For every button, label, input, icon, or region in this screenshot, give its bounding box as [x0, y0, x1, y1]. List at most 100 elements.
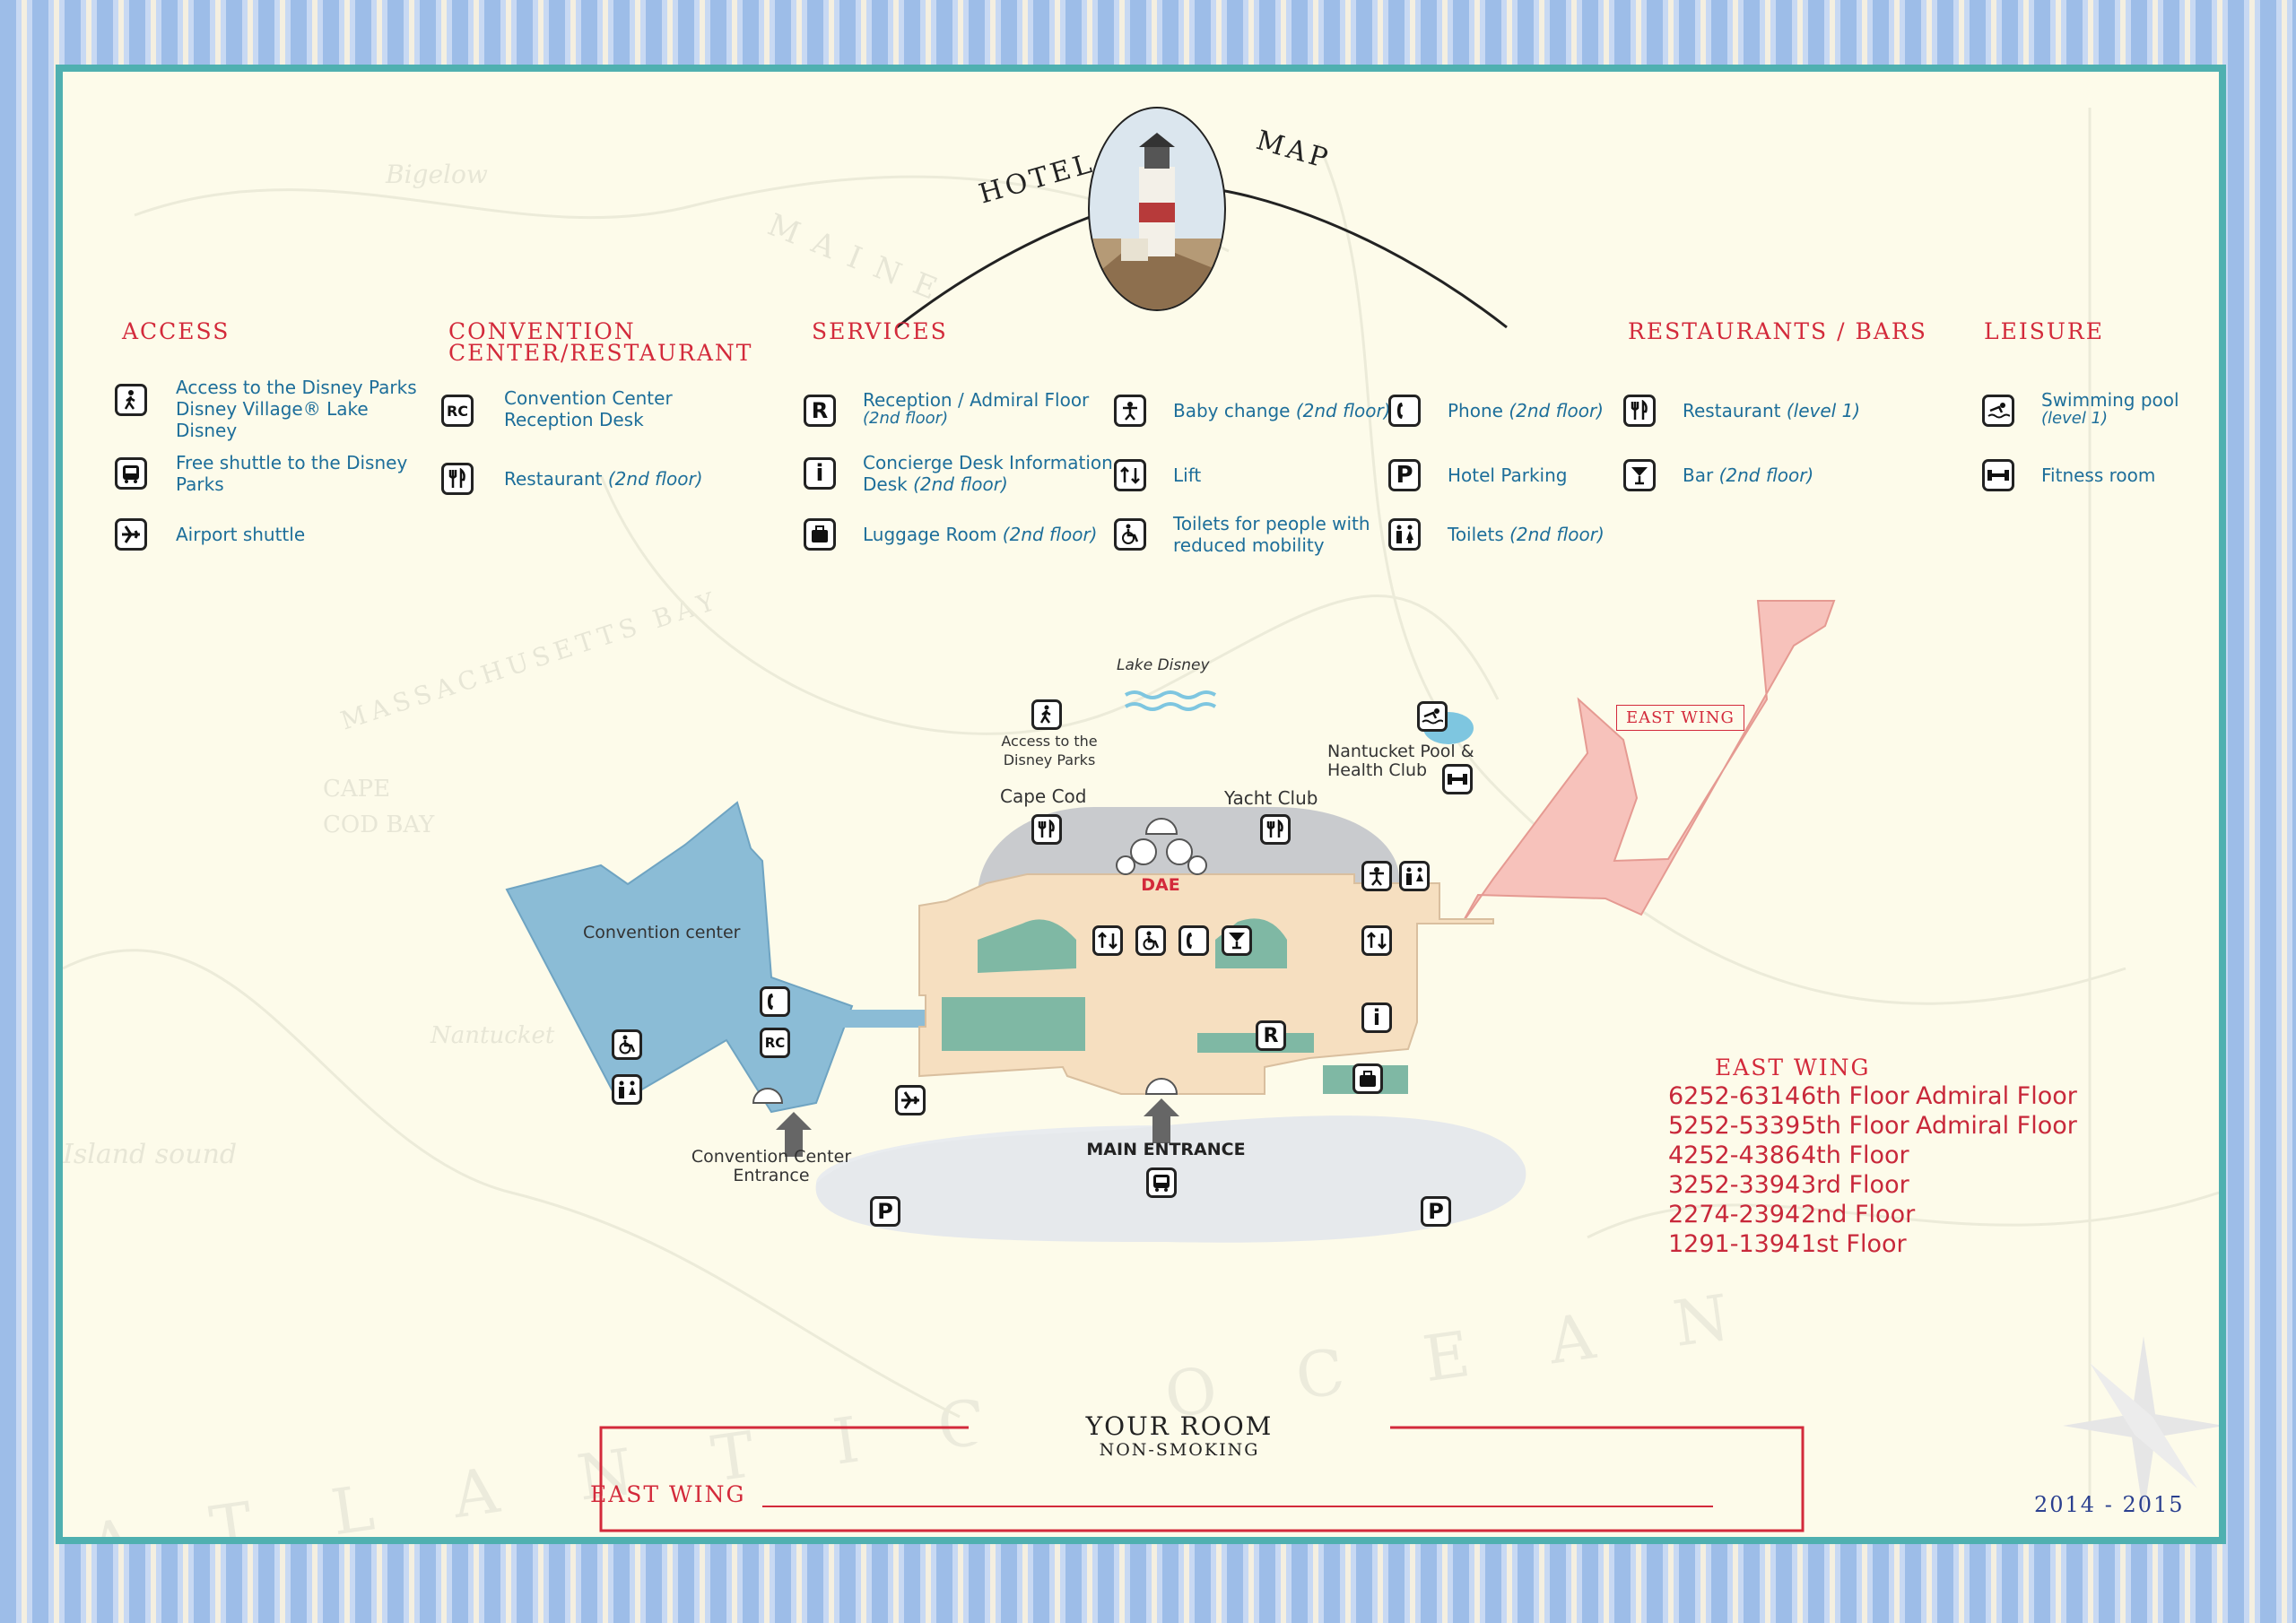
east-wing-tag: EAST WING	[1616, 705, 1744, 731]
legend-accessible-toilets: Toilets for people with reduced mobility	[1173, 513, 1370, 556]
map-rc-icon[interactable]: RC	[760, 1028, 790, 1058]
legend-bar: Bar (2nd floor)	[1683, 464, 1813, 486]
label-nantucket: Nantucket Pool & Health Club	[1327, 742, 1474, 780]
map-reception-icon[interactable]: R	[1256, 1020, 1286, 1051]
map-luggage-icon[interactable]	[1352, 1063, 1383, 1094]
walking-person-icon	[115, 384, 147, 416]
toilets-icon	[1388, 518, 1421, 551]
label-convention-center: Convention center	[583, 923, 741, 942]
map-bus-icon[interactable]	[1146, 1167, 1177, 1198]
floor-name: 3rd Floor	[1801, 1171, 1909, 1199]
your-room-subtitle: NON-SMOKING	[1099, 1440, 1260, 1460]
legend-airport-shuttle: Airport shuttle	[176, 524, 306, 545]
bg-text-bigelow: Bigelow	[386, 160, 488, 189]
floor-name: 5th Floor	[1801, 1112, 1909, 1140]
map-bar-icon[interactable]	[1222, 925, 1252, 956]
east-wing-floor-table: 6252-6314 6th Floor Admiral Floor 5252-5…	[1668, 1081, 2117, 1259]
label-access-parks: Access to the Disney Parks	[1001, 733, 1098, 768]
bg-contours	[63, 108, 2219, 1506]
legend-toilets: Toilets (2nd floor)	[1448, 524, 1605, 545]
map-baby-change-icon[interactable]	[1361, 861, 1392, 891]
floor-row: 5252-5339 5th Floor Admiral Floor	[1668, 1111, 2117, 1141]
legend-convention-reception: Convention Center Reception Desk	[504, 387, 673, 430]
reception-icon: R	[804, 395, 836, 427]
legend-luggage-label: Luggage Room	[863, 524, 997, 545]
bus-icon	[115, 457, 147, 490]
room-number-field[interactable]	[762, 1471, 1713, 1506]
cocktail-icon	[1623, 459, 1656, 491]
phone-icon	[1388, 395, 1421, 427]
map-phone-icon[interactable]	[1178, 925, 1209, 956]
rc-icon: RC	[441, 395, 474, 427]
map-airplane-icon[interactable]	[895, 1085, 926, 1115]
legend-baby-change-label: Baby change	[1173, 400, 1291, 421]
east-wing-heading: EAST WING	[1715, 1055, 1871, 1081]
legend-restaurant-note: (level 1)	[1786, 400, 1861, 421]
map-parking-right-icon[interactable]: P	[1421, 1196, 1451, 1227]
floor-range: 6252-6314	[1668, 1082, 1801, 1110]
map-convention-wheelchair-icon[interactable]	[612, 1029, 642, 1060]
legend-toilets-note: (2nd floor)	[1509, 524, 1605, 545]
floor-row: 6252-6314 6th Floor Admiral Floor	[1668, 1081, 2117, 1111]
map-convention-phone-icon[interactable]	[760, 986, 790, 1017]
label-yacht-club: Yacht Club	[1224, 787, 1318, 809]
legend-swimming-pool-label: Swimming pool	[2041, 389, 2179, 411]
category-convention: CONVENTION CENTER/RESTAURANT	[448, 318, 753, 366]
legend-luggage-note: (2nd floor)	[1002, 524, 1098, 545]
swimmer-icon	[1982, 395, 2014, 427]
legend-access-parks: Access to the Disney Parks Disney Villag…	[176, 377, 417, 441]
legend-hotel-parking: Hotel Parking	[1448, 464, 1568, 486]
map-cape-cod-restaurant-icon[interactable]	[1031, 814, 1062, 845]
legend-phone: Phone (2nd floor)	[1448, 400, 1604, 421]
floor-note: Admiral Floor	[1916, 1082, 2077, 1110]
floor-row: 3252-3394 3rd Floor	[1668, 1170, 2117, 1200]
map-yacht-club-restaurant-icon[interactable]	[1260, 814, 1291, 845]
year-label: 2014 - 2015	[2034, 1492, 2185, 1517]
floor-note: Admiral Floor	[1916, 1112, 2077, 1140]
map-pool-icon[interactable]	[1417, 701, 1448, 732]
legend-swimming-pool: Swimming pool (level 1)	[2041, 389, 2179, 427]
legend-convention-restaurant-label: Restaurant	[504, 468, 603, 490]
map-fitness-icon[interactable]	[1442, 764, 1473, 794]
label-convention-entrance: Convention Center Entrance	[691, 1147, 852, 1185]
fitness-icon	[1982, 459, 2014, 491]
map-info-icon[interactable]: i	[1361, 1002, 1392, 1033]
legend-convention-restaurant-note: (2nd floor)	[607, 468, 703, 490]
legend-reception-label: Reception / Admiral Floor	[863, 389, 1090, 411]
label-lake-disney: Lake Disney	[1117, 656, 1210, 674]
hotel-map-card: Bigelow MAINE MASSACHUSETTS BAY CAPE COD…	[56, 65, 2226, 1544]
legend-free-shuttle: Free shuttle to the Disney Parks	[176, 452, 408, 495]
map-access-parks-icon[interactable]	[1031, 699, 1062, 730]
floor-range: 3252-3394	[1668, 1171, 1801, 1199]
airplane-icon	[115, 518, 147, 551]
bg-text-nantucket: Nantucket	[430, 1022, 555, 1049]
legend-reception-note: (2nd floor)	[863, 409, 949, 428]
compass-rose-icon	[2063, 1336, 2219, 1515]
legend-lift: Lift	[1173, 464, 1202, 486]
label-main-entrance: MAIN ENTRANCE	[1086, 1140, 1246, 1159]
parking-icon: P	[1388, 459, 1421, 491]
floor-name: 1st Floor	[1801, 1230, 1907, 1258]
floor-row: 2274-2394 2nd Floor	[1668, 1200, 2117, 1229]
legend-luggage: Luggage Room (2nd floor)	[863, 524, 1097, 545]
wheelchair-icon	[1114, 518, 1146, 551]
fork-knife-icon	[1623, 395, 1656, 427]
floor-range: 4252-4386	[1668, 1141, 1801, 1169]
map-toilets-icon[interactable]	[1399, 861, 1430, 891]
bg-text-capecod: CAPE COD BAY	[323, 776, 435, 838]
map-convention-toilets-icon[interactable]	[612, 1074, 642, 1105]
floor-name: 6th Floor	[1801, 1082, 1909, 1110]
legend-restaurant: Restaurant (level 1)	[1683, 400, 1860, 421]
legend-concierge: Concierge Desk Information Desk (2nd flo…	[863, 452, 1114, 495]
legend-reception: Reception / Admiral Floor (2nd floor)	[863, 389, 1096, 427]
map-lift-east-icon[interactable]	[1361, 925, 1392, 956]
map-parking-left-icon[interactable]: P	[870, 1196, 900, 1227]
legend-baby-change: Baby change (2nd floor)	[1173, 400, 1391, 421]
label-cape-cod: Cape Cod	[1000, 785, 1087, 807]
legend-baby-change-note: (2nd floor)	[1295, 400, 1391, 421]
category-services: SERVICES	[812, 318, 948, 344]
map-wheelchair-icon[interactable]	[1135, 925, 1166, 956]
baby-change-icon	[1114, 395, 1146, 427]
map-lift-icon[interactable]	[1092, 925, 1123, 956]
floor-name: 4th Floor	[1801, 1141, 1909, 1169]
